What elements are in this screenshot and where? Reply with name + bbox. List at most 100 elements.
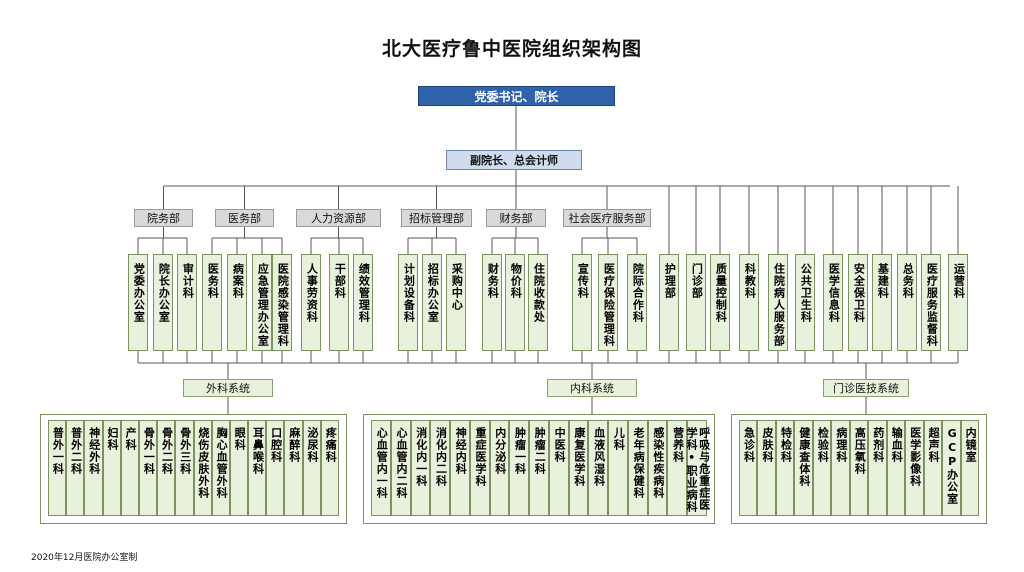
clinical-unit-box: 眼科 — [229, 420, 249, 516]
unit-label: 骨外二科 — [160, 427, 174, 475]
clinical-group-label: 内科系统 — [547, 379, 637, 397]
unit-label: 健康查体科 — [797, 427, 811, 487]
standalone-unit-box: 基建科 — [872, 254, 892, 351]
unit-label: 安全保卫科 — [852, 263, 866, 323]
unit-label: 应急管理办公室 — [256, 263, 270, 347]
unit-label: 医疗服务监督科 — [925, 263, 939, 347]
unit-label: 超声科 — [927, 427, 941, 463]
unit-label: 财务科 — [486, 263, 500, 299]
unit-label: 公共卫生科 — [799, 263, 813, 323]
unit-label: 采购中心 — [450, 263, 464, 311]
unit-label: 神经内科 — [454, 427, 468, 475]
clinical-unit-box: 特检科 — [775, 420, 795, 516]
clinical-unit-box: 胸心血管外科 — [211, 420, 230, 516]
unit-label: 营养科 — [671, 427, 685, 463]
unit-label: 血液风湿科 — [592, 427, 606, 487]
department-box: 医务部 — [215, 209, 274, 227]
clinical-unit-box: 普外一科 — [48, 420, 67, 516]
standalone-unit-box: 安全保卫科 — [848, 254, 868, 351]
president-box: 党委书记、院长 — [418, 86, 615, 106]
deputy-president-box: 副院长、总会计师 — [446, 150, 582, 170]
standalone-unit-box: 总务科 — [897, 254, 917, 351]
unit-box: 宣传科 — [572, 254, 592, 351]
clinical-unit-box: 输血科 — [886, 420, 906, 516]
clinical-unit-box: 泌尿科 — [302, 420, 321, 516]
unit-label: 儿科 — [612, 427, 626, 451]
unit-label: 内镜室 — [964, 427, 978, 463]
unit-label: 基建科 — [876, 263, 890, 299]
clinical-group-label: 外科系统 — [183, 379, 273, 397]
unit-box: 院际合作科 — [627, 254, 647, 351]
clinical-unit-box: 皮肤科 — [757, 420, 776, 516]
unit-label: 肿瘤二科 — [533, 427, 547, 475]
unit-label: 药剂科 — [871, 427, 885, 463]
department-box: 人力资源部 — [296, 209, 381, 227]
footer-note: 2020年12月医院办公室制 — [31, 553, 138, 563]
clinical-unit-box: 儿科 — [608, 420, 628, 516]
standalone-unit-box: 门诊部 — [686, 254, 706, 351]
unit-label: 中医科 — [553, 427, 567, 463]
standalone-unit-box: 质量控制科 — [710, 254, 730, 351]
department-box: 财务部 — [486, 209, 546, 227]
clinical-unit-box: 内分泌科 — [489, 420, 510, 516]
clinical-unit-box: 营养科 — [667, 420, 688, 516]
unit-label: 病理科 — [834, 427, 848, 463]
unit-label: 宣传科 — [576, 263, 590, 299]
standalone-unit-box: 运营科 — [948, 254, 968, 351]
unit-label: 肿瘤一科 — [513, 427, 527, 475]
unit-label: 党委办公室 — [132, 263, 146, 323]
unit-label: 产科 — [124, 427, 138, 451]
page-title: 北大医疗鲁中医院组织架构图 — [381, 38, 642, 60]
standalone-unit-box: 科教科 — [739, 254, 759, 351]
unit-label: 心血管内一科 — [375, 427, 389, 499]
unit-label: 高压氧科 — [853, 427, 867, 475]
unit-label: 质量控制科 — [714, 263, 728, 323]
unit-label: 消化内二科 — [434, 427, 448, 487]
unit-box: 人事劳资科 — [301, 254, 321, 351]
unit-box: 计划设备科 — [398, 254, 418, 351]
standalone-unit-box: 医疗服务监督科 — [921, 254, 941, 351]
unit-label: 护理部 — [663, 263, 677, 299]
department-box: 招标管理部 — [401, 209, 472, 227]
unit-box: 干部科 — [329, 254, 349, 351]
clinical-unit-box: 消化内二科 — [430, 420, 451, 516]
clinical-unit-box: 康复医学科 — [568, 420, 589, 516]
unit-label: 疼痛科 — [324, 427, 338, 463]
unit-label: 泌尿科 — [306, 427, 320, 463]
unit-box: 病案科 — [227, 254, 247, 351]
unit-box: 审计科 — [177, 254, 197, 351]
unit-label: 检验科 — [816, 427, 830, 463]
clinical-unit-box: 血液风湿科 — [588, 420, 609, 516]
unit-label: 烧伤皮肤外科 — [196, 427, 210, 499]
unit-label: 眼科 — [233, 427, 247, 451]
unit-label: 麻醉科 — [287, 427, 301, 463]
clinical-unit-box: 心血管内二科 — [390, 420, 411, 516]
clinical-unit-box: 骨外一科 — [138, 420, 158, 516]
unit-box: 招标办公室 — [422, 254, 442, 351]
unit-label: 住院收款处 — [532, 263, 546, 323]
unit-label: 神经外科 — [87, 427, 101, 475]
clinical-unit-box: 内镜室 — [960, 420, 979, 516]
clinical-unit-box: 检验科 — [812, 420, 832, 516]
unit-label: 内分泌科 — [493, 427, 507, 475]
unit-label: 干部科 — [333, 263, 347, 299]
unit-box: 党委办公室 — [128, 254, 148, 351]
department-box: 社会医疗服务部 — [563, 209, 651, 227]
unit-box: 院长办公室 — [153, 254, 173, 351]
clinical-unit-box: 医学影像科 — [905, 420, 924, 516]
unit-label: 消化内一科 — [414, 427, 428, 487]
unit-box: 医疗保险管理科 — [598, 254, 618, 351]
clinical-unit-box: 超声科 — [923, 420, 943, 516]
unit-label: 普外一科 — [51, 427, 65, 475]
unit-label: 胸心血管外科 — [215, 427, 229, 499]
unit-label: 急诊科 — [742, 427, 756, 463]
standalone-unit-box: 住院病人服务部 — [768, 254, 788, 351]
unit-label: 计划设备科 — [402, 263, 416, 323]
unit-label: 感染性疾病科 — [651, 427, 665, 499]
unit-label: 门诊部 — [690, 263, 704, 299]
unit-label: 病案科 — [231, 263, 245, 299]
unit-box: 采购中心 — [446, 254, 466, 351]
unit-label: 心血管内二科 — [394, 427, 408, 499]
clinical-unit-box: 重症医学科 — [469, 420, 490, 516]
standalone-unit-box: 医学信息科 — [823, 254, 843, 351]
